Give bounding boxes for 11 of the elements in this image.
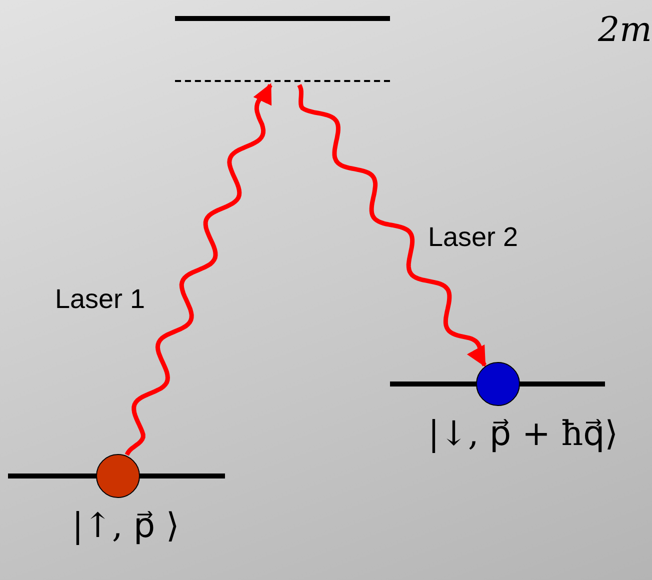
virtual-level-line [175,80,390,82]
atom-circle [476,362,520,406]
formula-text: 2m [598,10,652,50]
atom-circle [96,454,140,498]
edge-label: Laser 1 [55,284,146,315]
state-label: |↑, p⃗ ⟩ [72,506,180,546]
edge-label: Laser 2 [428,222,518,253]
wavy-laser-arrow [125,83,272,456]
wavy-laser-arrow [297,84,487,368]
state-label: |↓, p⃗ + ħq⃗⟩ [428,414,618,454]
energy-level-line [175,16,390,21]
